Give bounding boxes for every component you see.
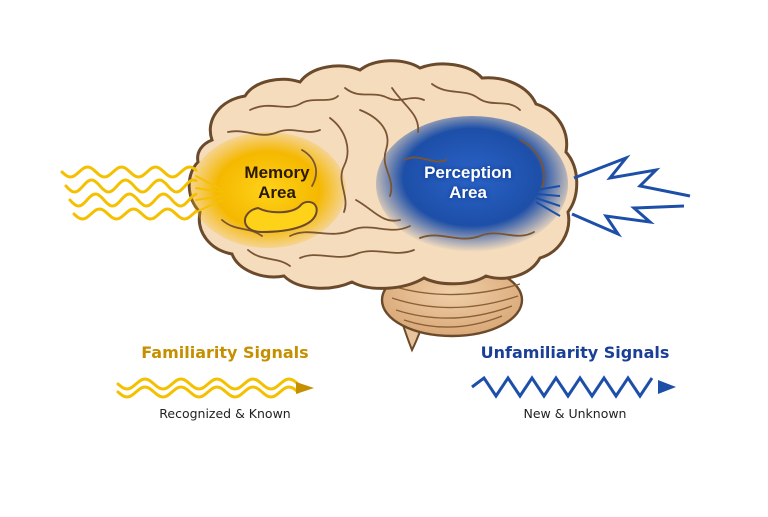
- familiarity-legend-subtitle: Recognized & Known: [159, 406, 291, 421]
- unfamiliar-ray: [535, 201, 561, 217]
- familiarity-wavy-arrow-icon: [116, 377, 314, 399]
- unfamiliarity-zigzag-arrow-icon: [471, 375, 676, 399]
- familiar-ray: [195, 195, 223, 201]
- familiar-ray: [195, 175, 223, 191]
- unfamiliar-ray: [535, 197, 561, 207]
- familiar-wave-line: [64, 178, 198, 194]
- unfamiliarity-legend-title: Unfamiliarity Signals: [480, 343, 670, 362]
- perception-area-region: [376, 116, 568, 252]
- memory-area-label: Memory Area: [222, 163, 332, 203]
- perception-label-line2: Area: [449, 183, 487, 202]
- unfamiliar-ray: [535, 185, 561, 191]
- familiar-wave-line: [72, 207, 198, 221]
- unfamiliar-ray: [535, 193, 561, 197]
- familiar-wave-line: [60, 165, 198, 179]
- unfamiliar-zigzag-line: [573, 154, 691, 198]
- unfamiliarity-legend-subtitle: New & Unknown: [523, 406, 627, 421]
- perception-label-line1: Perception: [424, 163, 512, 182]
- unfamiliar-incoming-zigzags: [535, 154, 691, 238]
- memory-label-line1: Memory: [244, 163, 310, 182]
- familiar-wave-line: [68, 192, 198, 208]
- familiar-ray: [195, 187, 223, 193]
- perception-area-label: Perception Area: [410, 163, 526, 203]
- unfamiliar-zigzag-line: [571, 204, 685, 238]
- familiar-incoming-waves: [60, 165, 223, 221]
- familiarity-legend-title: Familiarity Signals: [141, 343, 309, 362]
- memory-structure: [244, 200, 318, 234]
- memory-label-line2: Area: [258, 183, 296, 202]
- brain-folds: [221, 83, 545, 267]
- familiar-ray: [195, 199, 223, 213]
